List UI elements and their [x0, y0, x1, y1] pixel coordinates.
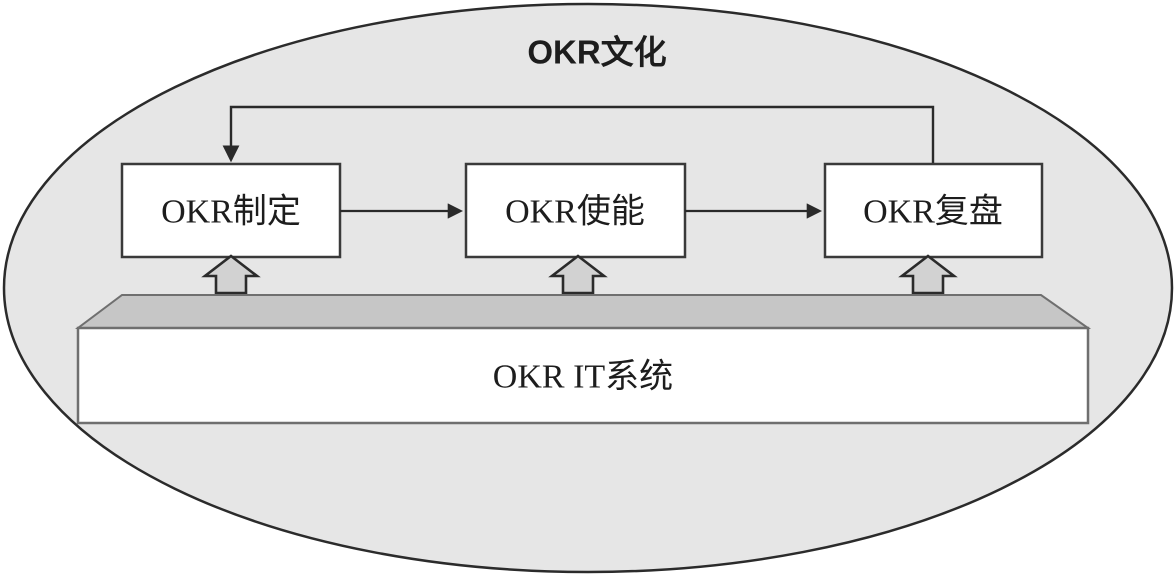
block-up-arrow-enabling — [548, 254, 608, 295]
block-up-arrow-review — [898, 254, 958, 295]
it-platform-top-face — [75, 294, 1092, 329]
feedback-arrow — [222, 105, 935, 164]
diagram-title: OKR文化 — [527, 34, 666, 71]
box-okr-review — [823, 162, 1044, 259]
box-okr-review-label: OKR复盘 — [863, 193, 1003, 231]
it-platform-front-face — [76, 326, 1090, 425]
box-okr-setting — [120, 162, 342, 259]
it-platform-label: OKR IT系统 — [493, 358, 673, 396]
block-up-arrow-setting — [201, 254, 261, 295]
box-okr-enabling-label: OKR使能 — [505, 193, 645, 231]
box-okr-setting-label: OKR制定 — [161, 193, 301, 231]
